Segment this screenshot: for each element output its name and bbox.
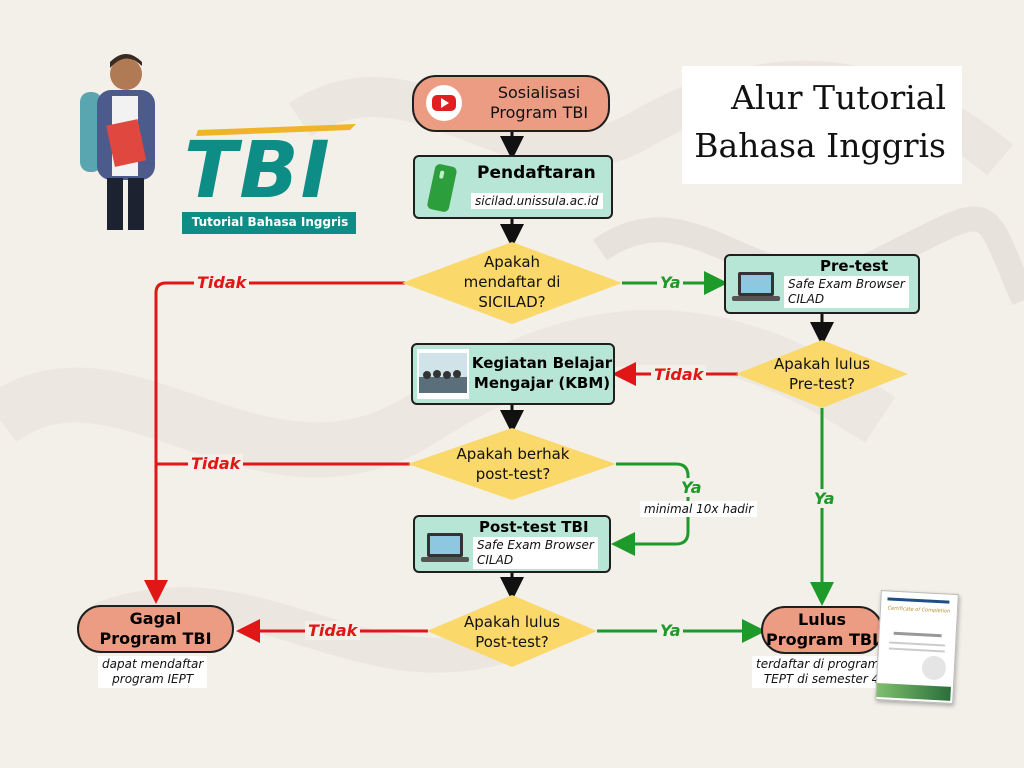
lulus-note: terdaftar di program TEPT di semester 4 <box>752 656 884 688</box>
lulus-line-1: Lulus <box>798 610 846 629</box>
title-line-2: Bahasa Inggris <box>694 126 946 165</box>
certificate-heading: Certificate of Completion <box>887 605 951 615</box>
posttest-sub-1: Safe Exam Browser <box>477 538 594 552</box>
node-sosialisasi: Sosialisasi Program TBI <box>412 75 610 132</box>
pretest-sub-2: CILAD <box>788 292 825 306</box>
kbm-title: Kegiatan Belajar Mengajar (KBM) <box>471 353 613 393</box>
kbm-line-2: Mengajar (KBM) <box>473 374 611 392</box>
node-pendaftaran: Pendaftaran sicilad.unissula.ac.id <box>413 155 613 219</box>
label-minimal-hadir: minimal 10x hadir <box>640 501 758 517</box>
posttest-sub-2: CILAD <box>477 553 514 567</box>
logo-letters: TBI <box>184 126 332 216</box>
posttest-sub: Safe Exam Browser CILAD <box>473 537 598 569</box>
lulus-note-2: TEPT di semester 4 <box>763 672 880 686</box>
diamond-q-lulus-pre <box>736 340 908 408</box>
gagal-note: dapat mendaftar program IEPT <box>98 656 208 688</box>
q-berhak-line-2: post-test? <box>475 465 551 483</box>
node-posttest: Post-test TBI Safe Exam Browser CILAD <box>413 515 611 573</box>
diamond-q-lulus-post <box>427 595 597 667</box>
student-illustration <box>80 54 155 230</box>
phone-icon <box>427 164 457 212</box>
title-line-1: Alur Tutorial <box>731 78 946 117</box>
pretest-sub-1: Safe Exam Browser <box>788 277 905 291</box>
q-lulus-pre-text: Apakah lulus Pre-test? <box>752 354 892 394</box>
label-ya-pretest: Ya <box>811 489 838 508</box>
q-berhak-text: Apakah berhak post-test? <box>438 444 588 484</box>
q-lulus-pre-line-2: Pre-test? <box>788 375 856 393</box>
node-kbm: Kegiatan Belajar Mengajar (KBM) <box>411 343 615 405</box>
sosialisasi-line-1: Sosialisasi <box>497 83 581 102</box>
pretest-sub: Safe Exam Browser CILAD <box>784 276 909 308</box>
q-lulus-post-line-1: Apakah lulus <box>463 613 561 631</box>
sosialisasi-line-2: Program TBI <box>489 103 589 122</box>
q-lulus-post-text: Apakah lulus Post-test? <box>442 612 582 652</box>
logo-subtitle: Tutorial Bahasa Inggris <box>191 215 349 229</box>
title-card: Alur Tutorial Bahasa Inggris <box>682 66 962 184</box>
node-lulus: Lulus Program TBI <box>761 606 883 654</box>
label-ya-berhak: Ya <box>678 478 705 497</box>
laptop-icon <box>732 272 780 301</box>
classroom-photo <box>417 349 469 399</box>
q-daftar-line-3: SICILAD? <box>478 293 546 311</box>
kbm-line-1: Kegiatan Belajar <box>471 354 613 372</box>
q-berhak-line-1: Apakah berhak <box>456 445 570 463</box>
diamond-q-berhak <box>408 428 616 500</box>
gagal-line-1: Gagal <box>129 609 182 628</box>
page-title: Alur Tutorial Bahasa Inggris <box>694 74 946 170</box>
pendaftaran-title: Pendaftaran <box>477 163 596 183</box>
tbi-logo <box>182 124 356 234</box>
gagal-note-1: dapat mendaftar <box>102 657 204 671</box>
label-ya-posttest: Ya <box>657 621 684 640</box>
lulus-line-2: Program TBI <box>765 630 879 649</box>
laptop-icon <box>421 533 469 562</box>
pendaftaran-url: sicilad.unissula.ac.id <box>471 193 603 209</box>
diamond-q-daftar <box>402 242 622 324</box>
node-pretest: Pre-test TBI Safe Exam Browser CILAD <box>724 254 920 314</box>
node-gagal: Gagal Program TBI <box>77 605 234 653</box>
q-daftar-line-1: Apakah <box>483 253 541 271</box>
label-ya-daftar: Ya <box>657 273 684 292</box>
label-tidak-posttest: Tidak <box>305 621 361 640</box>
posttest-title: Post-test TBI <box>479 518 589 536</box>
label-tidak-pretest: Tidak <box>651 365 707 384</box>
label-tidak-daftar: Tidak <box>194 273 250 292</box>
gagal-line-2: Program TBI <box>99 629 212 648</box>
label-tidak-berhak: Tidak <box>188 454 244 473</box>
lulus-title: Lulus Program TBI <box>763 610 881 650</box>
lulus-note-1: terdaftar di program <box>756 657 880 671</box>
q-lulus-pre-line-1: Apakah lulus <box>773 355 871 373</box>
certificate-image: Certificate of Completion <box>875 590 959 704</box>
youtube-icon <box>426 85 462 121</box>
gagal-note-2: program IEPT <box>112 672 194 686</box>
q-daftar-text: Apakah mendaftar di SICILAD? <box>432 252 592 312</box>
q-daftar-line-2: mendaftar di <box>463 273 561 291</box>
gagal-title: Gagal Program TBI <box>79 609 232 649</box>
q-lulus-post-line-2: Post-test? <box>475 633 549 651</box>
